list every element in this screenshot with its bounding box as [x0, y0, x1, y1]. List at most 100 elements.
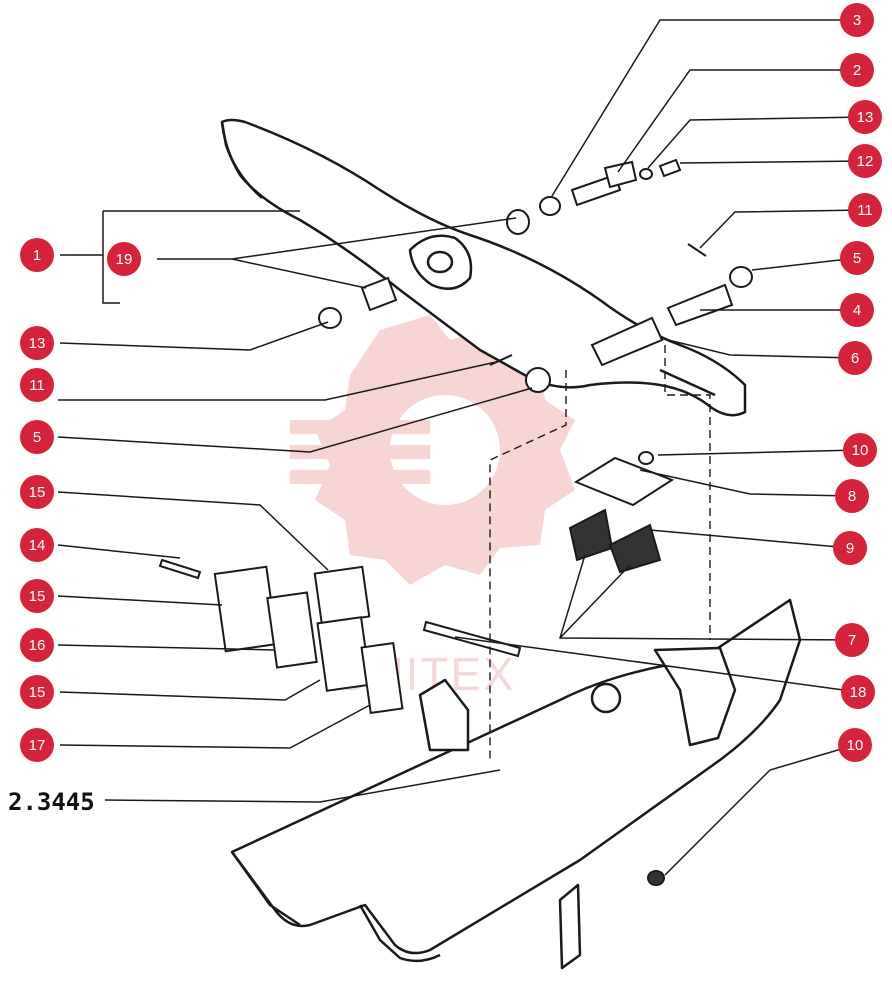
- washer-13: [639, 168, 653, 180]
- nut-10: [638, 451, 654, 465]
- callout-18: 18: [841, 675, 875, 709]
- washer-5-left: [525, 367, 551, 393]
- callout-number: 2: [853, 62, 861, 79]
- callout-15: 15: [20, 675, 54, 709]
- plate-17: [360, 641, 404, 715]
- callout-circle: [840, 241, 874, 275]
- callout-13: 13: [848, 100, 882, 134]
- shaft-parts: [318, 158, 753, 465]
- washer-13-left: [318, 307, 342, 329]
- callout-number: 17: [29, 737, 46, 754]
- callout-13: 13: [20, 326, 54, 360]
- callout-circle: [835, 623, 869, 657]
- callout-10: 10: [838, 728, 872, 762]
- callout-circle: [840, 3, 874, 37]
- callout-5: 5: [840, 241, 874, 275]
- washer-3: [539, 196, 561, 216]
- washer-5-right: [729, 266, 753, 288]
- callout-circle: [20, 628, 54, 662]
- bolt-12: [658, 158, 682, 178]
- leader-lines: [57, 19, 866, 876]
- callout-circle: [20, 475, 54, 509]
- callout-16: 16: [20, 628, 54, 662]
- cotter-pin-11-left: [489, 354, 513, 366]
- callout-number: 7: [848, 632, 856, 649]
- callout-15: 15: [20, 475, 54, 509]
- callout-circle: [20, 368, 54, 402]
- pin-4: [666, 283, 734, 327]
- callout-number: 11: [29, 377, 45, 394]
- callout-number: 19: [116, 251, 133, 268]
- callout-9: 9: [833, 531, 867, 565]
- callout-number: 16: [29, 637, 46, 654]
- nut-10-bottom: [647, 870, 665, 886]
- callout-19: 19: [107, 242, 141, 276]
- callout-circle: [840, 53, 874, 87]
- callout-circle: [840, 293, 874, 327]
- callout-number: 3: [853, 12, 861, 29]
- plate-8: [573, 456, 675, 507]
- callout-circle: [20, 326, 54, 360]
- callout-number: 11: [857, 202, 873, 219]
- callout-number: 10: [852, 442, 869, 459]
- callout-circle: [20, 728, 54, 762]
- callout-number: 18: [850, 684, 867, 701]
- callout-7: 7: [835, 623, 869, 657]
- plate-15a: [213, 565, 279, 653]
- callout-circle: [848, 100, 882, 134]
- callout-circle: [20, 420, 54, 454]
- callout-circle: [848, 193, 882, 227]
- plate-16: [266, 591, 318, 669]
- callout-number: 13: [857, 109, 874, 126]
- reference-code-label: 2.3445: [8, 788, 95, 816]
- callout-2: 2: [840, 53, 874, 87]
- pin-2-flange: [603, 160, 638, 189]
- callout-4: 4: [840, 293, 874, 327]
- callout-number: 5: [853, 250, 861, 267]
- callout-3: 3: [840, 3, 874, 37]
- callout-17: 17: [20, 728, 54, 762]
- cotter-pin-11: [687, 243, 707, 257]
- callout-circle: [841, 675, 875, 709]
- block-9b: [608, 523, 662, 574]
- mount-parts: [158, 456, 675, 886]
- callout-1: 1: [20, 238, 54, 272]
- callout-circle: [838, 341, 872, 375]
- callout-number: 12: [857, 153, 874, 170]
- callout-circle: [20, 579, 54, 613]
- callout-circle: [835, 479, 869, 513]
- callout-10: 10: [843, 433, 877, 467]
- callout-number: 15: [29, 484, 46, 501]
- watermark-gear-icon: [290, 315, 575, 585]
- callout-15: 15: [20, 579, 54, 613]
- callout-number: 8: [848, 488, 856, 505]
- callout-number: 4: [853, 302, 861, 319]
- callout-number: 10: [847, 737, 864, 754]
- callout-6: 6: [838, 341, 872, 375]
- callout-5: 5: [20, 420, 54, 454]
- bushing-19-top: [506, 209, 530, 235]
- callout-14: 14: [20, 528, 54, 562]
- callout-circle: [848, 144, 882, 178]
- bushing-19-bottom: [360, 276, 398, 312]
- callout-circle: [838, 728, 872, 762]
- callout-8: 8: [835, 479, 869, 513]
- callout-circle: [20, 675, 54, 709]
- bolt-14: [158, 558, 202, 580]
- callout-number: 15: [29, 588, 46, 605]
- callout-11: 11: [848, 193, 882, 227]
- callout-11: 11: [20, 368, 54, 402]
- callout-circle: [843, 433, 877, 467]
- callout-number: 6: [851, 350, 859, 367]
- block-9a: [568, 508, 614, 562]
- callout-number: 14: [29, 537, 46, 554]
- callout-number: 5: [33, 429, 41, 446]
- callout-12: 12: [848, 144, 882, 178]
- callout-circle: [833, 531, 867, 565]
- callout-number: 9: [846, 540, 854, 557]
- callout-circle: [20, 238, 54, 272]
- callout-circle: [107, 242, 141, 276]
- callout-number: 15: [29, 684, 46, 701]
